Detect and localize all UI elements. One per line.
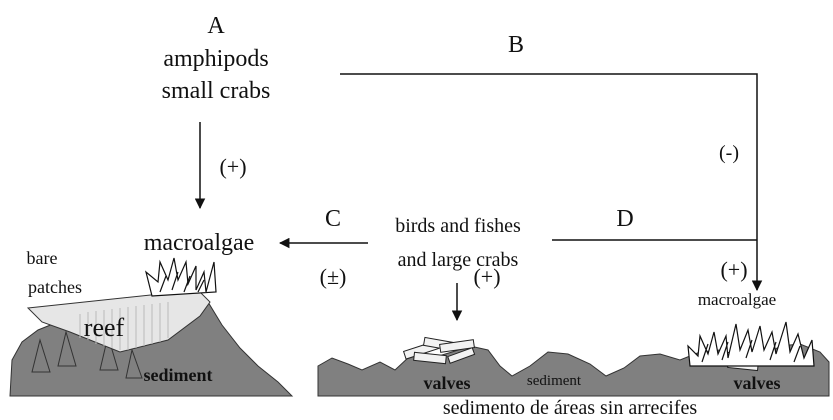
- label-plus-d: (+): [720, 257, 747, 282]
- label-macroalgae-right: macroalgae: [698, 290, 776, 309]
- label-sediment-left: sediment: [144, 365, 213, 385]
- label-c: C: [325, 206, 341, 232]
- label-d: D: [616, 206, 633, 232]
- label-minus-b: (-): [719, 142, 739, 164]
- label-small-crabs: small crabs: [162, 78, 271, 104]
- algae-tufts-right: [688, 322, 814, 366]
- label-sediment-right: sediment: [527, 373, 582, 389]
- label-b: B: [508, 32, 524, 58]
- label-patches: patches: [28, 277, 82, 297]
- label-bare: bare: [27, 248, 58, 268]
- label-plus-minus-c: (±): [320, 264, 347, 289]
- label-amphipods: amphipods: [163, 46, 268, 72]
- label-reef: reef: [84, 313, 125, 342]
- label-a: A: [207, 13, 225, 39]
- label-macroalgae-left: macroalgae: [144, 230, 255, 256]
- algae-tufts-left: [146, 258, 216, 296]
- label-valves-right: valves: [734, 373, 781, 393]
- label-valves-left: valves: [424, 373, 471, 393]
- label-plus-birds: (+): [473, 264, 500, 289]
- label-plus-a: (+): [219, 154, 246, 179]
- caption: sedimento de áreas sin arrecifes: [443, 397, 698, 419]
- label-birds-fishes: birds and fishes: [395, 215, 521, 237]
